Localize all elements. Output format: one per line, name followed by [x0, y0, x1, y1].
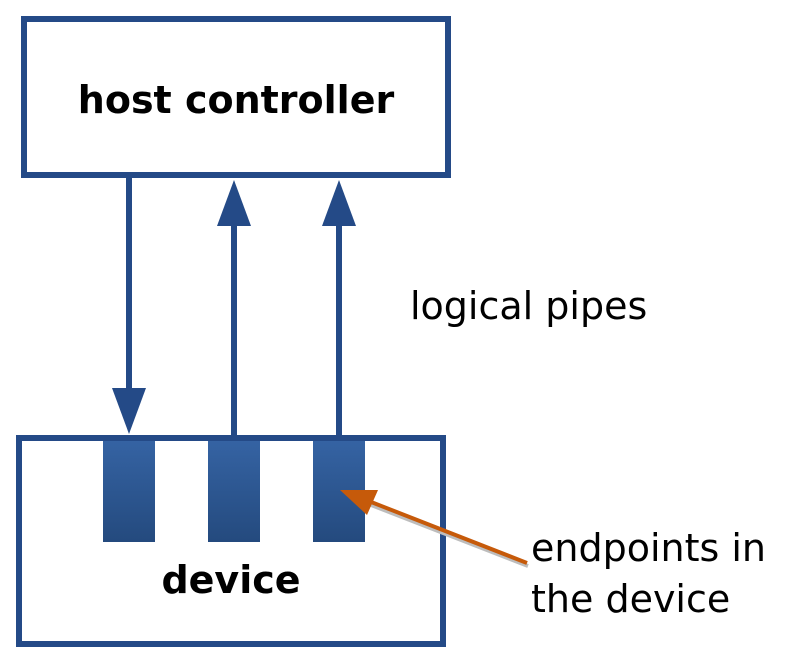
- pipe-down-1: [112, 178, 146, 434]
- endpoints-label-line1: endpoints in: [531, 526, 766, 570]
- host-controller-label: host controller: [78, 78, 395, 122]
- pointer-shadow: [365, 501, 529, 568]
- device-label: device: [161, 558, 300, 602]
- endpoints-label-line2: the device: [531, 577, 730, 621]
- arrow-up-icon: [322, 180, 356, 226]
- logical-pipes-label: logical pipes: [410, 284, 647, 328]
- logical-pipes: [112, 178, 356, 438]
- host-controller-frame: [21, 16, 451, 178]
- pipe-up-2: [217, 180, 251, 438]
- endpoint-1: [103, 441, 155, 542]
- pointer-shaft: [365, 498, 528, 565]
- arrow-up-icon: [217, 180, 251, 226]
- endpoint-2: [208, 441, 260, 542]
- pipe-up-3: [322, 180, 356, 438]
- endpoint-pointer: [340, 490, 529, 568]
- device-box: device: [16, 435, 446, 647]
- arrow-pointer-icon: [340, 490, 378, 515]
- host-controller-box: host controller: [21, 16, 451, 178]
- arrow-down-icon: [112, 388, 146, 434]
